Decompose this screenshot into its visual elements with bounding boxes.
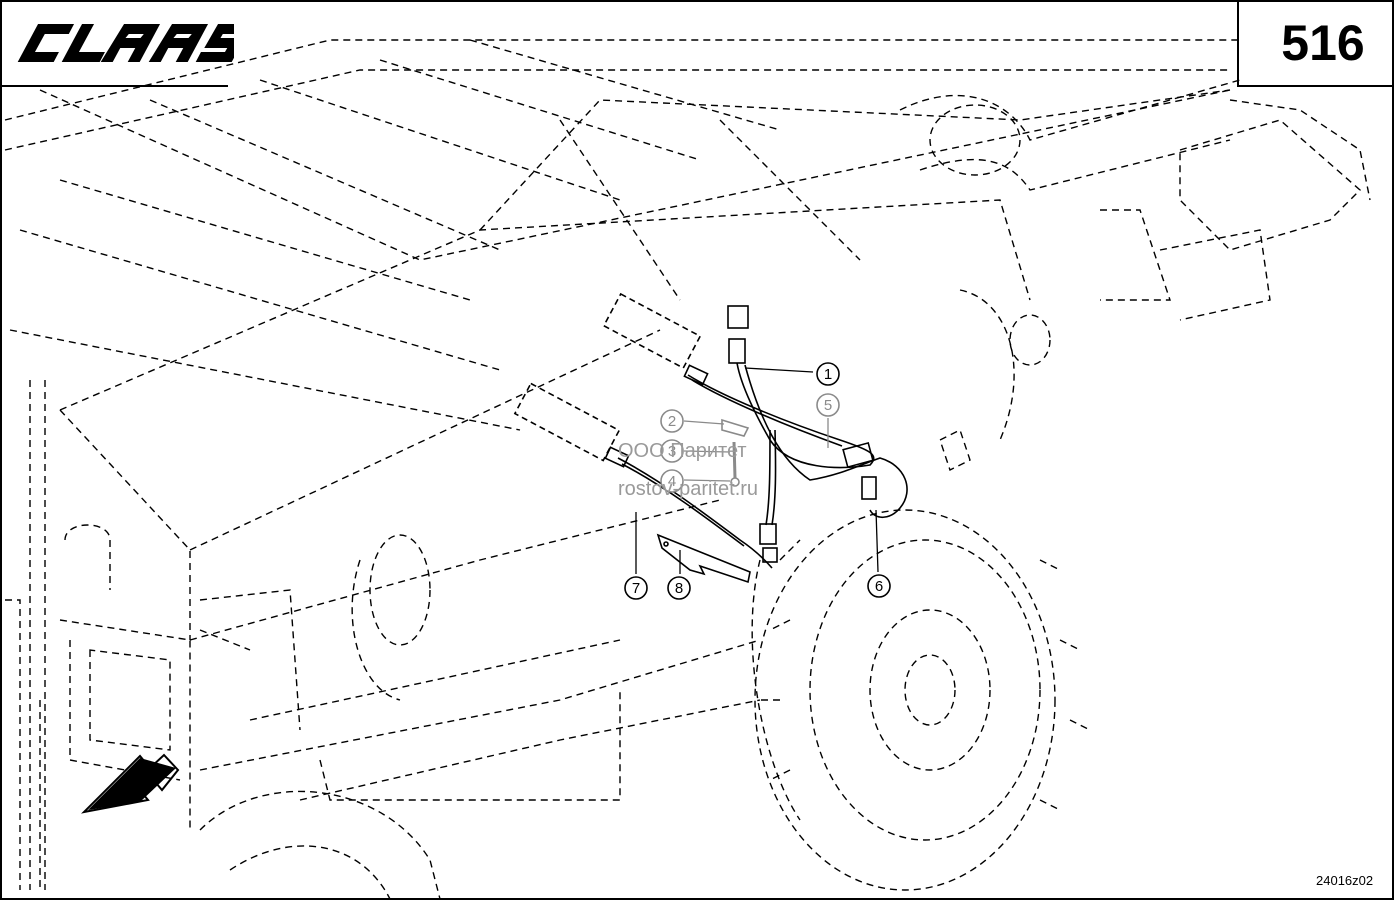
- hose-down: [765, 429, 771, 526]
- cylinder-lower: [513, 382, 621, 462]
- watermark-company: ООО Паритет: [618, 440, 747, 462]
- callout-6: 6: [875, 578, 883, 595]
- cylinder-upper: [602, 292, 702, 370]
- clip: [721, 418, 750, 437]
- connector-plug: [728, 338, 746, 364]
- fitting-1: [683, 364, 709, 386]
- page-number: 516: [1281, 15, 1365, 71]
- callout-7: 7: [632, 580, 640, 597]
- washer: [730, 477, 740, 487]
- machine-outline: [4, 39, 1371, 900]
- callout-2: 2: [668, 413, 676, 430]
- bracket: [656, 533, 751, 584]
- manifold: [842, 441, 874, 469]
- callout-4: 4: [668, 473, 676, 490]
- fitting-4: [762, 547, 778, 563]
- callout-5: 5: [824, 397, 832, 414]
- callout-3: 3: [668, 443, 676, 460]
- callout-8: 8: [675, 580, 683, 597]
- fitting-2: [604, 446, 630, 468]
- watermark-url: rostov-paritet.ru: [618, 478, 759, 500]
- parts-assembly: [513, 292, 908, 584]
- fitting-3: [759, 523, 777, 545]
- callout-1: 1: [824, 366, 832, 383]
- fitting-5: [861, 476, 877, 500]
- callout-labels: 1 2 3 4 5 6 7 8: [632, 366, 883, 597]
- bracket-hole: [663, 541, 669, 547]
- drawing-code: 24016z02: [1316, 873, 1374, 888]
- hose-upper: [687, 362, 875, 469]
- claas-logo: [17, 24, 234, 62]
- page-number-box: [1237, 1, 1393, 87]
- screw: [732, 441, 737, 479]
- direction-arrow-fill: [88, 758, 176, 810]
- hose-bottom: [617, 457, 773, 569]
- callout-circles: [624, 362, 891, 600]
- connector-cap: [727, 305, 749, 329]
- wheel: [751, 509, 1091, 891]
- leader-lines: [635, 367, 879, 574]
